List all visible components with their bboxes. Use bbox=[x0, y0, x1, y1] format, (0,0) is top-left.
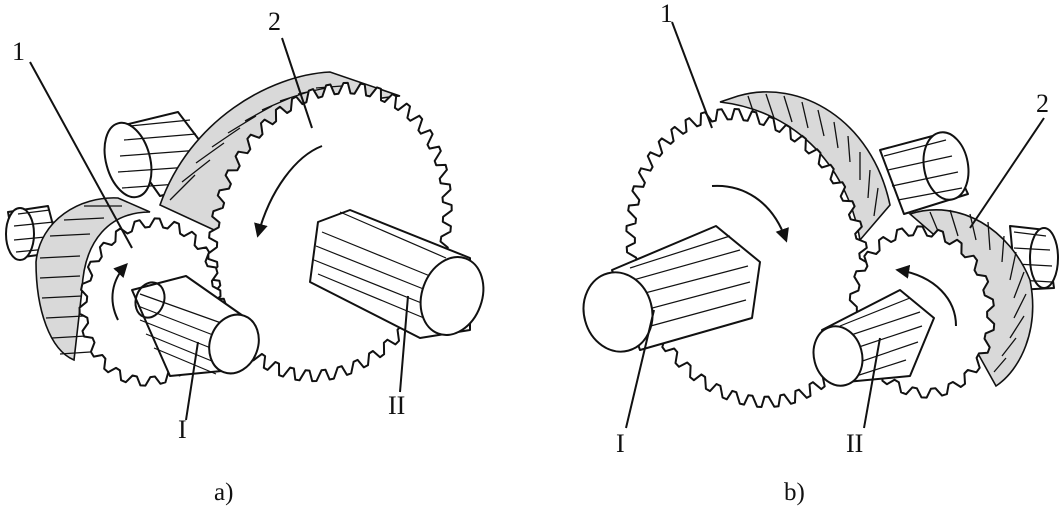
rotation-arrow-small-b bbox=[895, 264, 957, 327]
shaft-large-front-a bbox=[309, 209, 485, 339]
label-gear-large-a: 2 bbox=[268, 7, 281, 36]
rotation-arrow-small-a bbox=[111, 262, 128, 321]
leader-gear-large-b bbox=[671, 21, 713, 129]
label-shaft-large-b: I bbox=[616, 429, 625, 458]
rotation-arrow-large-a bbox=[254, 145, 323, 238]
leader-gear-large-a bbox=[281, 37, 313, 129]
shaft-small-front-a bbox=[131, 275, 260, 377]
leader-shaft-small-a bbox=[185, 341, 199, 421]
label-gear-small-b: 2 bbox=[1036, 89, 1049, 118]
label-gear-large-b: 1 bbox=[660, 0, 673, 28]
figure-a: 1 2 I II a) bbox=[5, 7, 485, 506]
shaft-small-front-b bbox=[812, 289, 935, 387]
label-shaft-small-b: II bbox=[846, 429, 863, 458]
label-shaft-small-a: I bbox=[178, 415, 187, 444]
label-shaft-large-a: II bbox=[388, 391, 405, 420]
leader-gear-small-b bbox=[969, 117, 1045, 229]
leader-shaft-small-b bbox=[863, 337, 881, 429]
caption-b: b) bbox=[784, 479, 805, 506]
gear-small-rim-a bbox=[35, 197, 151, 362]
shaft-large-front-b bbox=[582, 225, 761, 353]
leader-shaft-large-b bbox=[625, 309, 655, 429]
figure-b: 1 2 I II b) bbox=[582, 0, 1059, 506]
rotation-arrow-large-b bbox=[711, 184, 789, 243]
shaft-large-back-b bbox=[879, 131, 970, 215]
leader-gear-small-a bbox=[29, 61, 133, 249]
leader-shaft-large-a bbox=[399, 295, 409, 393]
caption-a: a) bbox=[214, 479, 233, 506]
label-gear-small-a: 1 bbox=[12, 37, 25, 66]
